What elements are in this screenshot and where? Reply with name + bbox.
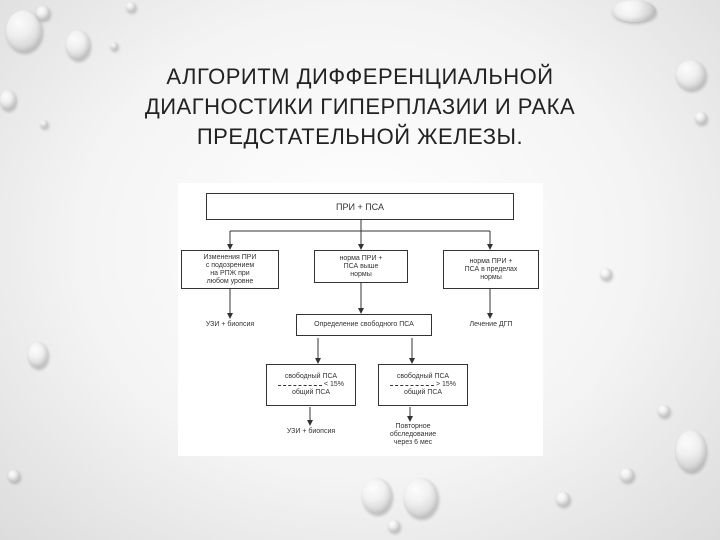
branch-mid-box: норма ПРИ + ПСА выше нормы [314,250,408,283]
slide-title-line: ДИАГНОСТИКИ ГИПЕРПЛАЗИИ И РАКА [144,94,576,119]
ratio-low-operator: < 15% [323,381,345,388]
right-result-label: Лечение ДГП [469,321,513,328]
branch-mid-line: норма ПРИ + [339,254,383,262]
ratio-high-box: свободный ПСА > 15% общий ПСА [378,364,468,406]
branch-left-line: Изменения ПРИ [203,253,257,261]
slide-title: АЛГОРИТМ ДИФФЕРЕНЦИАЛЬНОЙ ДИАГНОСТИКИ ГИ… [100,62,620,152]
branch-right-line: нормы [480,273,502,281]
fraction-bar [389,384,434,386]
free-psa-box: Определение свободного ПСА [296,314,432,336]
water-drop-decoration [676,60,706,90]
branch-left-line: любом уровне [206,277,254,285]
low-result-label: УЗИ + биопсия [286,428,336,435]
water-drop-decoration [620,468,634,482]
branch-right-box: норма ПРИ + ПСА в пределах нормы [443,250,539,289]
flowchart-figure: ПРИ + ПСА Изменения ПРИ с подозрением на… [178,183,543,456]
water-drop-decoration [676,430,706,472]
branch-left-line: на РПЖ при [210,269,250,277]
water-drop-decoration [362,478,392,514]
branch-mid-line: ПСА выше [343,262,379,270]
slide-title-line: ПРЕДСТАТЕЛЬНОЙ ЖЕЛЕЗЫ. [196,124,524,149]
branch-right-line: ПСА в пределах [464,265,518,273]
water-drop-decoration [658,405,670,417]
water-drop-decoration [36,6,50,20]
water-drop-decoration [388,520,400,532]
branch-right-line: норма ПРИ + [469,257,513,265]
water-drop-decoration [40,120,48,128]
left-result-label: УЗИ + биопсия [205,321,255,328]
root-label: ПРИ + ПСА [336,201,384,212]
branch-mid-line: нормы [350,270,372,278]
water-drop-decoration [0,90,16,110]
flowchart-connectors [227,220,493,426]
branch-left-box: Изменения ПРИ с подозрением на РПЖ при л… [181,250,279,289]
ratio-low-numerator: свободный ПСА [284,373,338,380]
water-drop-decoration [404,478,438,518]
high-result-line: обследование [389,431,437,438]
water-drop-decoration [28,342,48,368]
fraction-bar [277,384,322,386]
water-drop-decoration [66,30,90,60]
root-box: ПРИ + ПСА [206,193,514,220]
water-drop-decoration [556,492,570,506]
free-psa-label: Определение свободного ПСА [314,321,414,328]
ratio-high-denominator: общий ПСА [403,389,442,396]
high-result-line: Повторное [395,423,431,430]
water-drop-decoration [612,0,656,22]
water-drop-decoration [600,268,612,280]
branch-left-line: с подозрением [205,261,255,269]
ratio-high-numerator: свободный ПСА [396,373,450,380]
ratio-high-operator: > 15% [435,381,457,388]
water-drop-decoration [695,112,707,124]
water-drop-decoration [8,470,20,482]
slide-title-line: АЛГОРИТМ ДИФФЕРЕНЦИАЛЬНОЙ [166,64,554,89]
high-result-label: Повторное обследование через 6 мес [368,423,458,447]
water-drop-decoration [6,10,42,52]
high-result-line: через 6 мес [393,439,433,446]
ratio-low-box: свободный ПСА < 15% общий ПСА [266,364,356,406]
water-drop-decoration [126,2,136,12]
ratio-low-denominator: общий ПСА [291,389,330,396]
water-drop-decoration [110,42,118,50]
